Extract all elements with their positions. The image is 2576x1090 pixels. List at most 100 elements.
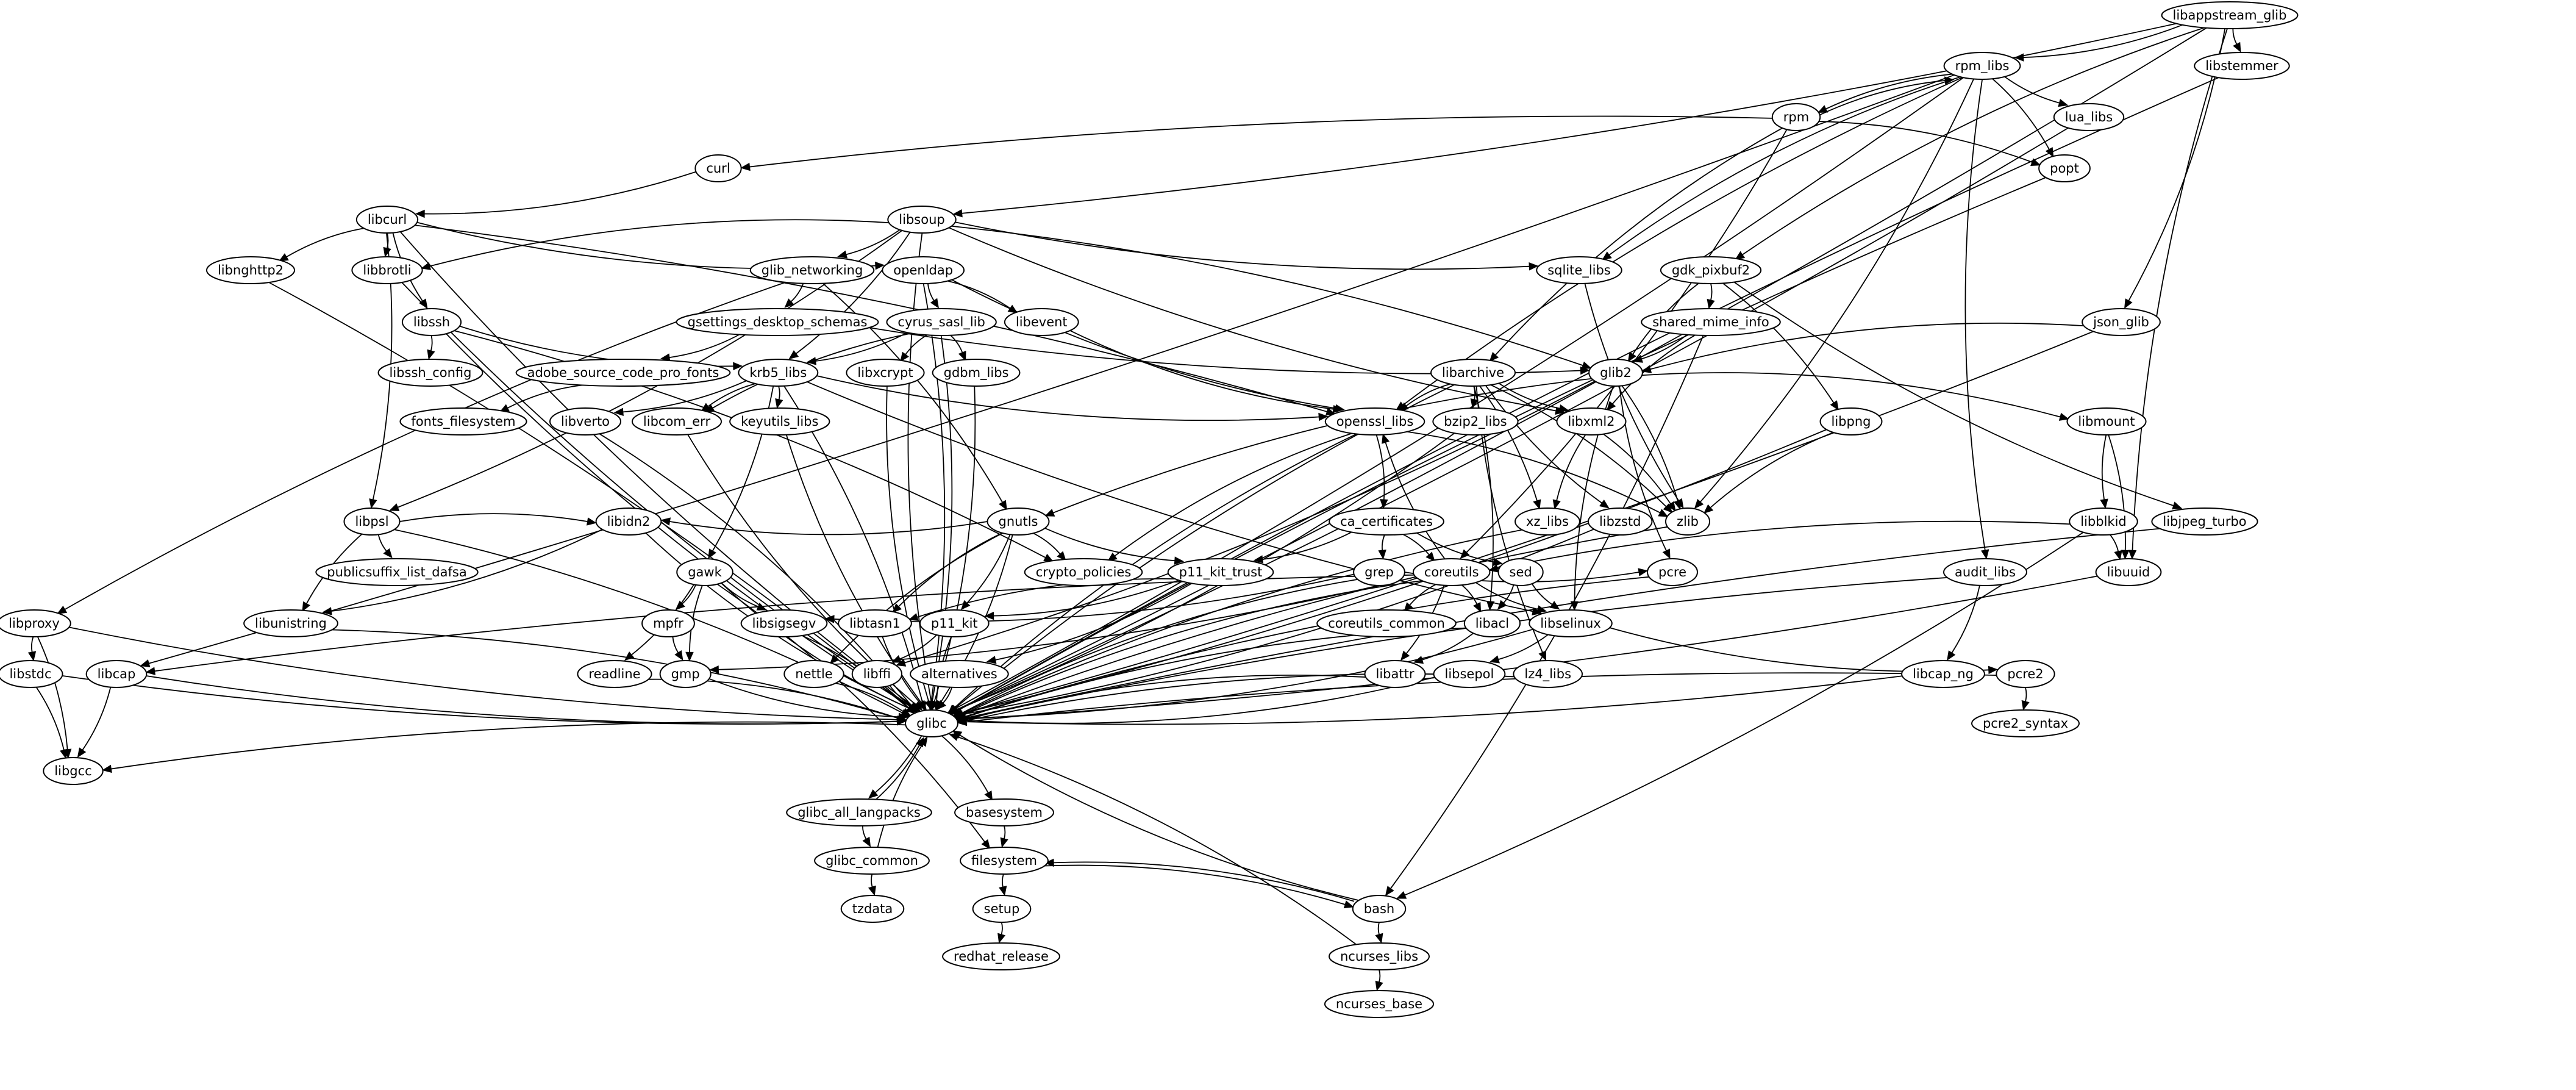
node-ellipse <box>2161 1 2299 29</box>
node-glib-networking[interactable]: glib_networking <box>749 256 875 284</box>
node-libgcc[interactable]: libgcc <box>43 757 104 785</box>
node-krb5-libs[interactable]: krb5_libs <box>738 359 819 387</box>
node-libcurl[interactable]: libcurl <box>355 206 419 234</box>
node-sed[interactable]: sed <box>1497 558 1544 586</box>
edge-line <box>965 577 1947 719</box>
node-libmount[interactable]: libmount <box>2066 407 2147 436</box>
node-libattr[interactable]: libattr <box>1364 660 1426 688</box>
node-fonts-filesystem[interactable]: fonts_filesystem <box>399 407 527 436</box>
node-lua-libs[interactable]: lua_libs <box>2053 103 2125 131</box>
edge-line <box>1641 372 2061 418</box>
node-bzip2-libs[interactable]: bzip2_libs <box>1432 407 1519 436</box>
node-gdbm-libs[interactable]: gdbm_libs <box>932 359 1021 387</box>
node-zlib[interactable]: zlib <box>1664 507 1711 536</box>
node-publicsuffix-list-dafsa[interactable]: publicsuffix_list_dafsa <box>315 558 479 586</box>
node-lz4-libs[interactable]: lz4_libs <box>1513 660 1583 688</box>
node-gsettings-desktop-schemas[interactable]: gsettings_desktop_schemas <box>676 308 879 336</box>
node-glibc[interactable]: glibc <box>905 709 958 737</box>
node-p11-kit-trust[interactable]: p11_kit_trust <box>1167 558 1274 586</box>
node-sqlite-libs[interactable]: sqlite_libs <box>1536 256 1622 284</box>
node-pcre2[interactable]: pcre2 <box>1996 660 2055 688</box>
node-filesystem[interactable]: filesystem <box>960 847 1049 875</box>
node-libappstream-glib[interactable]: libappstream_glib <box>2161 1 2299 29</box>
edge-line <box>951 279 1336 409</box>
node-libacl[interactable]: libacl <box>1463 609 1521 637</box>
node-pcre2-syntax[interactable]: pcre2_syntax <box>1971 709 2080 737</box>
node-basesystem[interactable]: basesystem <box>954 798 1054 826</box>
arrowhead-icon <box>958 350 966 362</box>
node-setup[interactable]: setup <box>972 895 1032 923</box>
node-tzdata[interactable]: tzdata <box>840 895 905 923</box>
node-pcre[interactable]: pcre <box>1647 558 1698 586</box>
node-coreutils[interactable]: coreutils <box>1412 558 1491 586</box>
node-libidn2[interactable]: libidn2 <box>595 507 662 536</box>
node-crypto-policies[interactable]: crypto_policies <box>1024 558 1143 586</box>
edge-line <box>957 127 2069 711</box>
node-p11-kit[interactable]: p11_kit <box>919 609 990 637</box>
node-openldap[interactable]: openldap <box>882 256 965 284</box>
node-libjpeg-turbo[interactable]: libjpeg_turbo <box>2151 507 2258 536</box>
node-ncurses-base[interactable]: ncurses_base <box>1324 990 1435 1018</box>
node-gmp[interactable]: gmp <box>659 660 712 688</box>
node-libcap-ng[interactable]: libcap_ng <box>1901 660 1985 688</box>
node-libcom-err[interactable]: libcom_err <box>631 407 722 436</box>
node-libstemmer[interactable]: libstemmer <box>2194 52 2290 80</box>
node-keyutils-libs[interactable]: keyutils_libs <box>729 407 830 436</box>
node-cyrus-sasl-lib[interactable]: cyrus_sasl_lib <box>886 308 997 336</box>
node-glibc-common[interactable]: glibc_common <box>814 847 930 875</box>
node-curl[interactable]: curl <box>694 154 742 182</box>
node-libtasn1[interactable]: libtasn1 <box>838 609 912 637</box>
node-libffi[interactable]: libffi <box>851 660 903 688</box>
node-openssl-libs[interactable]: openssl_libs <box>1324 407 1425 436</box>
node-json-glib[interactable]: json_glib <box>2082 308 2161 336</box>
node-libunistring[interactable]: libunistring <box>243 609 338 637</box>
node-adobe-source-code-pro-fonts[interactable]: adobe_source_code_pro_fonts <box>515 359 731 387</box>
node-rpm[interactable]: rpm <box>1771 103 1821 131</box>
edge-line <box>2132 28 2228 551</box>
node-libpsl[interactable]: libpsl <box>343 507 401 536</box>
node-rpm-libs[interactable]: rpm_libs <box>1943 52 2021 80</box>
node-libzstd[interactable]: libzstd <box>1587 507 1653 536</box>
node-libblkid[interactable]: libblkid <box>2069 507 2138 536</box>
node-xz-libs[interactable]: xz_libs <box>1515 507 1580 536</box>
node-gdk-pixbuf2[interactable]: gdk_pixbuf2 <box>1660 256 1762 284</box>
edge-p11_kit_trust-to-libtasn1 <box>908 578 1176 622</box>
node-libproxy[interactable]: libproxy <box>0 609 71 637</box>
node-gnutls[interactable]: gnutls <box>987 507 1050 536</box>
node-libuuid[interactable]: libuuid <box>2095 558 2162 586</box>
node-redhat-release[interactable]: redhat_release <box>942 942 1060 970</box>
edge-line <box>941 735 989 794</box>
node-libsigsegv[interactable]: libsigsegv <box>740 609 828 637</box>
node-libarchive[interactable]: libarchive <box>1430 359 1516 387</box>
node-libcap[interactable]: libcap <box>85 660 148 688</box>
node-libsepol[interactable]: libsepol <box>1433 660 1506 688</box>
node-readline[interactable]: readline <box>577 660 652 688</box>
node-coreutils-common[interactable]: coreutils_common <box>1316 609 1457 637</box>
edge-line <box>507 384 583 409</box>
node-bash[interactable]: bash <box>1352 895 1407 923</box>
node-libverto[interactable]: libverto <box>549 407 622 436</box>
node-shared-mime-info[interactable]: shared_mime_info <box>1641 308 1781 336</box>
node-gawk[interactable]: gawk <box>676 558 733 586</box>
node-popt[interactable]: popt <box>2038 154 2091 182</box>
node-libssh-config[interactable]: libssh_config <box>377 359 483 387</box>
node-alternatives[interactable]: alternatives <box>910 660 1009 688</box>
node-libbrotli[interactable]: libbrotli <box>351 256 423 284</box>
node-libpng[interactable]: libpng <box>1819 407 1883 436</box>
node-ncurses-libs[interactable]: ncurses_libs <box>1328 942 1430 970</box>
node-libstdc[interactable]: libstdc <box>0 660 63 688</box>
node-grep[interactable]: grep <box>1353 558 1405 586</box>
node-libnghttp2[interactable]: libnghttp2 <box>205 256 296 284</box>
node-glib2[interactable]: glib2 <box>1588 359 1643 387</box>
node-libselinux[interactable]: libselinux <box>1529 609 1613 637</box>
node-libevent[interactable]: libevent <box>1004 308 1079 336</box>
node-libxml2[interactable]: libxml2 <box>1556 407 1627 436</box>
node-ca-certificates[interactable]: ca_certificates <box>1329 507 1444 536</box>
node-audit-libs[interactable]: audit_libs <box>1943 558 2028 586</box>
node-libxcrypt[interactable]: libxcrypt <box>846 359 925 387</box>
node-nettle[interactable]: nettle <box>783 660 844 688</box>
node-glibc-all-langpacks[interactable]: glibc_all_langpacks <box>786 798 932 826</box>
node-libssh[interactable]: libssh <box>401 308 462 336</box>
node-libsoup[interactable]: libsoup <box>887 206 957 234</box>
node-mpfr[interactable]: mpfr <box>641 609 695 637</box>
